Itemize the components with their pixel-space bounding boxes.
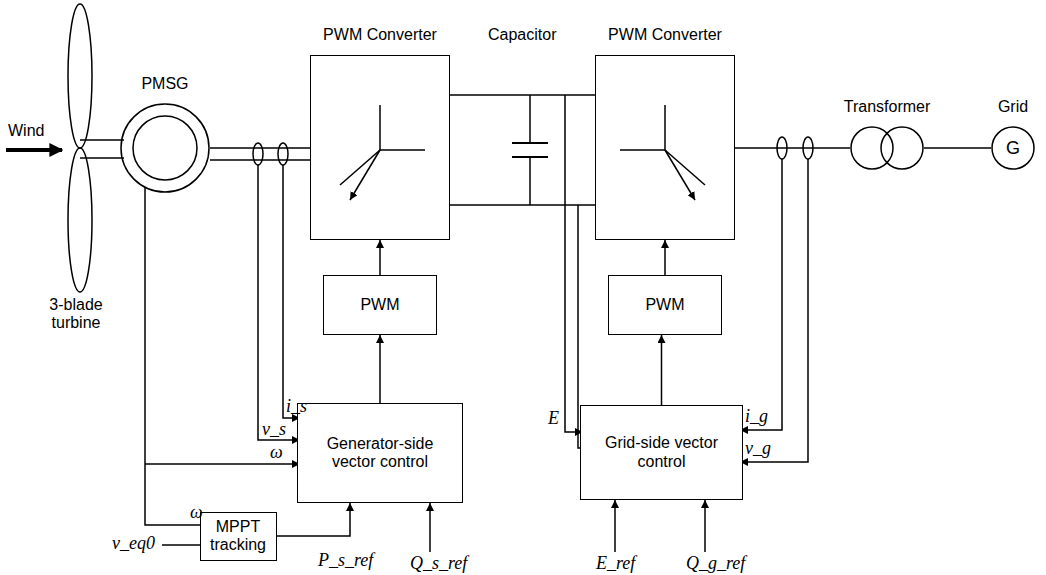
node-label: G xyxy=(991,126,1035,170)
connector xyxy=(664,240,666,275)
signal-name: ω xyxy=(270,442,283,463)
signal-name: P_s_ref xyxy=(318,550,373,571)
part-name: Capacitor xyxy=(488,26,556,44)
node-heading: Transformer xyxy=(844,98,931,116)
connector xyxy=(661,335,663,405)
pwm-box: PWM xyxy=(608,275,722,335)
capacitor-plate xyxy=(512,142,548,144)
inverter-symbol xyxy=(620,105,705,200)
sensor xyxy=(278,143,288,165)
control-box: Generator-side vector control xyxy=(297,403,463,503)
shaft xyxy=(80,157,124,159)
wind-arrow xyxy=(6,148,62,152)
shaft xyxy=(80,139,124,141)
dc-bus xyxy=(450,204,595,206)
signal-wire xyxy=(704,500,706,552)
node-heading: PMSG xyxy=(141,75,188,93)
signal-name: i_g xyxy=(745,406,768,427)
node-heading: Grid xyxy=(998,98,1028,116)
connector xyxy=(277,503,351,536)
generator-circle-outline xyxy=(120,103,210,193)
signal-name: Q_g_ref xyxy=(686,553,745,574)
signal-name: ω xyxy=(190,502,203,523)
converter-box: PWM Converter xyxy=(595,55,735,240)
connector xyxy=(735,147,850,149)
generator-circle: PMSG xyxy=(120,103,210,193)
signal-name: v_eq0 xyxy=(112,533,155,554)
rectifier-symbol xyxy=(340,105,425,200)
connector xyxy=(210,147,310,149)
signal-wire xyxy=(145,463,300,465)
node-label: MPPT tracking xyxy=(201,516,276,557)
wind-label: Wind xyxy=(8,122,44,140)
connector xyxy=(379,240,381,275)
capacitor-lead xyxy=(529,95,531,143)
sensor xyxy=(253,143,263,165)
node-label: Generator-side vector control xyxy=(298,433,462,474)
capacitor-plate xyxy=(512,156,548,158)
signal-wire xyxy=(740,159,782,430)
connector xyxy=(450,94,595,96)
connector xyxy=(924,147,991,149)
connector xyxy=(379,335,381,403)
signal-wire xyxy=(283,165,300,418)
converter-box: PWM Converter xyxy=(310,55,450,240)
signal-name: v_g xyxy=(745,438,771,459)
node-label: Grid-side vector control xyxy=(581,432,742,473)
pwm-box: PWM xyxy=(323,275,437,335)
signal-name: E xyxy=(548,408,559,429)
node-heading: PWM Converter xyxy=(608,26,722,44)
transformer-symbol-outline xyxy=(850,126,924,170)
part-name: 3-blade turbine xyxy=(28,296,124,333)
signal-name: E_ref xyxy=(596,553,635,574)
node-heading: PWM Converter xyxy=(323,26,437,44)
node-label: PWM xyxy=(639,294,690,316)
turbine-blade xyxy=(68,148,92,292)
control-box: Grid-side vector control xyxy=(580,405,743,500)
node-label: PWM xyxy=(354,294,405,316)
turbine-blade xyxy=(68,4,92,148)
capacitor-lead xyxy=(529,157,531,205)
signal-name: v_s xyxy=(262,419,286,440)
mppt-box: MPPT tracking xyxy=(200,512,277,561)
grid-source: GridG xyxy=(991,126,1035,170)
signal-wire xyxy=(740,159,808,462)
signal-name: i_s xyxy=(286,396,307,417)
signal-wire xyxy=(429,503,431,552)
stator-wire xyxy=(210,159,310,161)
signal-wire xyxy=(565,95,583,432)
transformer-symbol: Transformer xyxy=(850,126,924,170)
signal-wire xyxy=(145,188,210,525)
signal-name: Q_s_ref xyxy=(410,553,467,574)
signal-wire xyxy=(614,500,616,552)
